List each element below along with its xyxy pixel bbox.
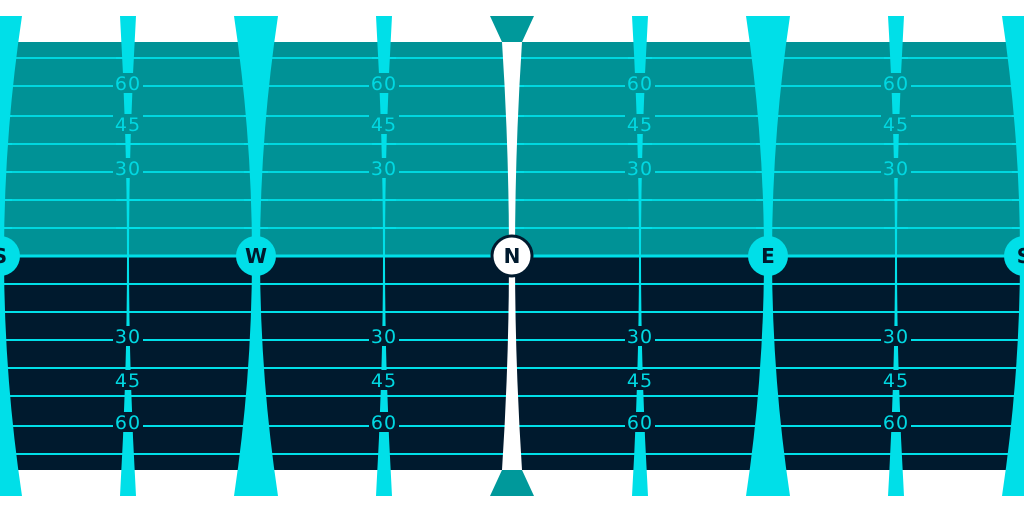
pitch-label-backing [369,73,399,93]
cardinal-markers-layer: SWNES [0,234,1024,278]
pitch-label-backing [881,158,911,178]
pitch-label-backing [881,114,911,134]
pitch-label-upper: 45 [883,114,909,136]
pitch-label-upper: 30 [627,158,653,180]
cardinal-label: S [1017,244,1024,268]
cardinal-marker-e [748,236,788,276]
pitch-label-backing [881,370,911,390]
north-meridian-cap-top [490,16,534,42]
cardinal-label: W [245,244,267,268]
pitch-label-backing [113,73,143,93]
pitch-label-lower: 45 [883,370,909,392]
pitch-label-backing [369,370,399,390]
cardinal-label: N [504,244,521,268]
pitch-label-backing [113,370,143,390]
pitch-label-backing [113,114,143,134]
pitch-label-backing [881,326,911,346]
pitch-label-lower: 45 [115,370,141,392]
cardinal-meridian [0,16,22,496]
cardinal-marker-s [0,236,20,276]
pitch-label-upper: 45 [115,114,141,136]
pitch-label-upper: 45 [627,114,653,136]
pitch-label-lower: 60 [627,412,653,434]
cardinal-marker-w [236,236,276,276]
pitch-label-upper: 60 [115,73,141,95]
pitch-label-lower: 45 [627,370,653,392]
pitch-label-lower: 30 [883,326,909,348]
cardinal-marker-s [1004,236,1024,276]
pitch-label-upper: 30 [883,158,909,180]
pitch-label-backing [369,412,399,432]
pitch-label-lower: 45 [371,370,397,392]
cardinal-meridian [1002,16,1024,496]
pitch-label-backing [113,412,143,432]
pitch-label-upper: 60 [883,73,909,95]
pitch-label-backing [369,114,399,134]
pitch-label-backing [113,326,143,346]
pitch-label-lower: 30 [115,326,141,348]
pitch-label-backing [369,158,399,178]
pitch-label-backing [881,412,911,432]
pitch-label-backing [113,158,143,178]
pitch-label-backing [625,158,655,178]
pitch-label-lower: 60 [371,412,397,434]
pitch-label-lower: 30 [627,326,653,348]
cardinal-marker-n [490,234,534,278]
pitch-label-lower: 30 [371,326,397,348]
pitch-label-backing [625,73,655,93]
pitch-label-upper: 60 [371,73,397,95]
cardinal-label: E [761,244,775,268]
pitch-label-lower: 60 [115,412,141,434]
pitch-label-backing [625,114,655,134]
pitch-label-upper: 30 [371,158,397,180]
pitch-label-upper: 30 [115,158,141,180]
pitch-label-lower: 60 [883,412,909,434]
pitch-label-backing [881,73,911,93]
pitch-labels-layer: 60 45 30 30 45 60 60 45 30 30 45 60 60 45 30 30 45 60 60 45… [113,73,911,434]
pitch-label-backing [625,412,655,432]
pitch-label-upper: 60 [627,73,653,95]
pitch-label-backing [625,326,655,346]
pitch-label-backing [369,326,399,346]
pitch-label-upper: 45 [371,114,397,136]
pitch-label-backing [625,370,655,390]
north-meridian-cap-bottom [490,470,534,496]
cardinal-label: S [0,244,7,268]
